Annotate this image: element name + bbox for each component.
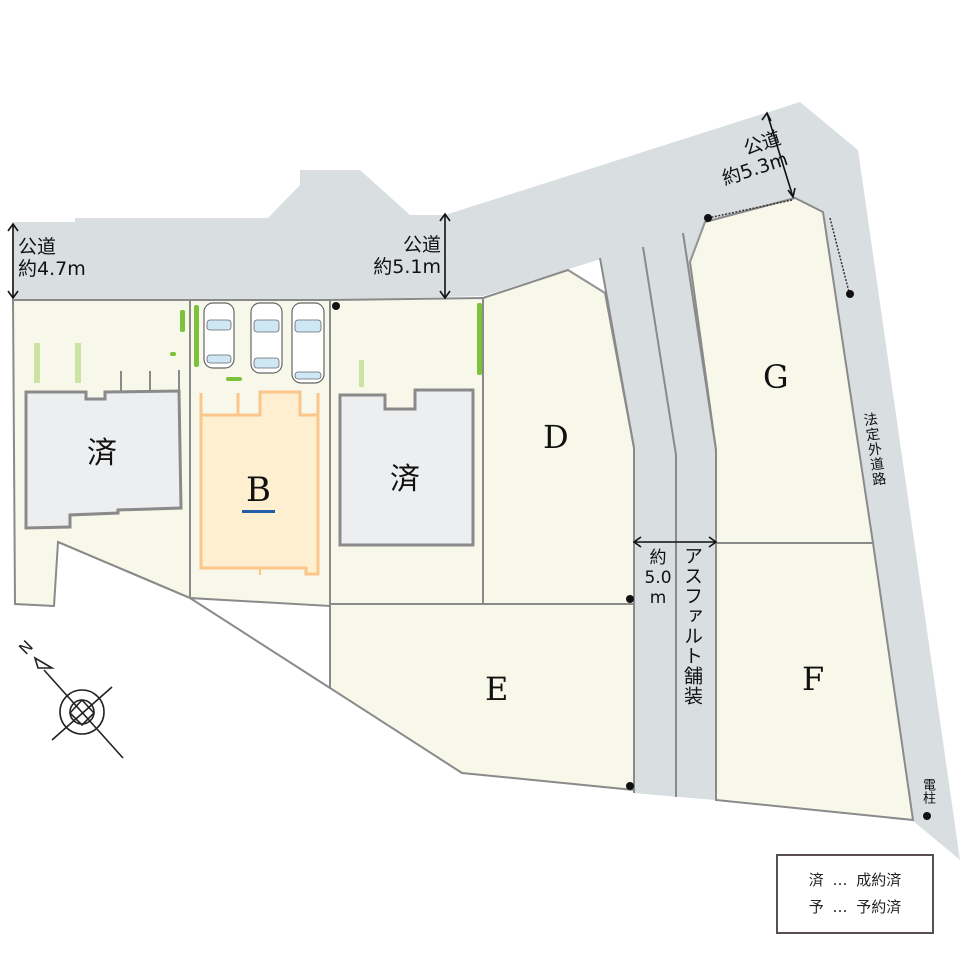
lot-f-label: F bbox=[802, 660, 825, 698]
dimension-arrows bbox=[7, 111, 796, 548]
legend: 済 … 成約済 予 … 予約済 bbox=[776, 854, 934, 934]
private-road-width: 約 5.0 m bbox=[644, 548, 672, 608]
lot-g-label: G bbox=[763, 358, 789, 396]
utility-pole-label: 電柱 bbox=[920, 778, 935, 804]
building-sold-2 bbox=[338, 360, 475, 547]
dotted-boundaries bbox=[707, 199, 850, 293]
car-1-icon bbox=[203, 302, 235, 369]
private-road-surface: アスファルト舗装 bbox=[681, 546, 703, 706]
lot-e[interactable] bbox=[329, 603, 635, 792]
building-b bbox=[199, 390, 320, 576]
left-road-label: 公道 約4.7m bbox=[18, 236, 86, 280]
left-road-width: 約4.7m bbox=[18, 258, 86, 280]
lot-sold-1-label: 済 bbox=[87, 436, 117, 471]
car-3-icon bbox=[291, 302, 325, 384]
center-road-width: 約5.1m bbox=[373, 256, 441, 278]
center-road-label: 公道 約5.1m bbox=[356, 234, 441, 278]
compass-icon bbox=[33, 656, 124, 759]
lot-b-underline bbox=[242, 510, 275, 513]
lot-d-label: D bbox=[543, 418, 569, 456]
lot-b-label: B bbox=[242, 470, 275, 513]
parked-cars bbox=[203, 302, 325, 384]
utility-pole-marker bbox=[923, 812, 931, 820]
lot-e-label: E bbox=[485, 670, 509, 708]
road-top bbox=[12, 102, 960, 860]
legend-row-reserved: 予 … 予約済 bbox=[808, 898, 902, 916]
legend-row-sold: 済 … 成約済 bbox=[808, 871, 902, 889]
center-road-name: 公道 bbox=[402, 234, 441, 256]
private-road-lines bbox=[567, 221, 717, 800]
building-sold-1 bbox=[24, 343, 183, 530]
survey-points bbox=[332, 214, 931, 820]
lot-sold-2-label: 済 bbox=[390, 462, 420, 497]
car-2-icon bbox=[250, 302, 283, 374]
left-road-name: 公道 bbox=[18, 236, 57, 258]
hedges bbox=[170, 303, 482, 381]
